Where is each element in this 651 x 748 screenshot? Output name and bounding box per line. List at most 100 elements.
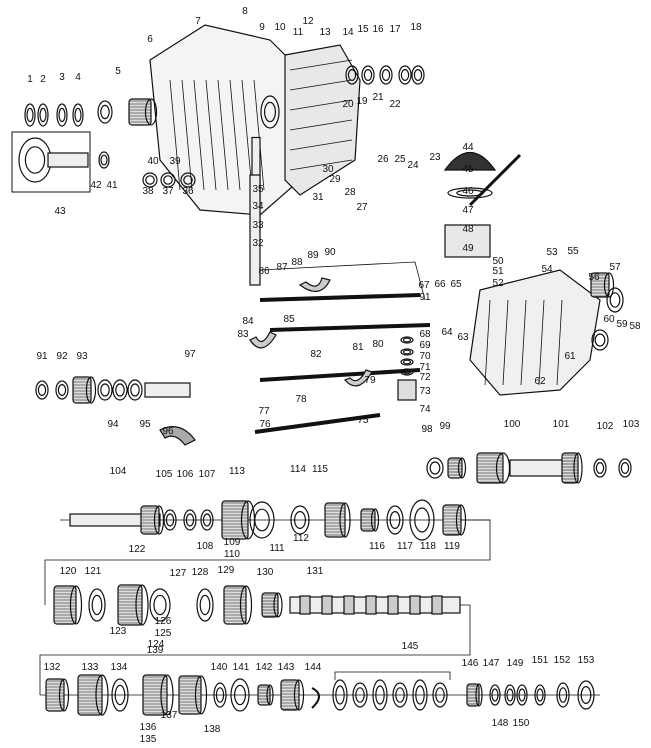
callout-39: 39 — [169, 156, 181, 167]
callout-12: 12 — [302, 16, 314, 27]
callout-73: 73 — [419, 386, 431, 397]
pivot-bolt — [249, 174, 261, 286]
housing-rib — [253, 79, 265, 191]
shaft-spline — [409, 595, 421, 615]
row-connector — [44, 519, 491, 605]
callout-13: 13 — [319, 27, 331, 38]
callout-91: 91 — [36, 351, 48, 362]
callout-118: 118 — [420, 541, 436, 552]
callout-92: 92 — [56, 351, 68, 362]
callout-45: 45 — [462, 164, 474, 175]
shift-rail — [259, 293, 421, 302]
callout-141: 141 — [232, 662, 250, 673]
callout-50: 50 — [492, 256, 504, 267]
bushing-59-bore — [594, 333, 606, 347]
callout-146: 146 — [461, 658, 479, 669]
detent-ring — [400, 348, 414, 356]
callout-66: 66 — [434, 279, 446, 290]
callout-112: 112 — [293, 533, 309, 544]
snap-ring-bore — [57, 384, 67, 397]
callout-86: 86 — [258, 266, 270, 277]
gear-face — [85, 376, 97, 404]
callout-101: 101 — [552, 419, 570, 430]
callout-64: 64 — [441, 327, 453, 338]
callout-153: 153 — [577, 655, 595, 666]
callout-25: 25 — [394, 154, 406, 165]
callout-2: 2 — [40, 74, 46, 85]
callout-6: 6 — [147, 34, 153, 45]
callout-103: 103 — [622, 419, 640, 430]
detent-ring — [400, 368, 414, 376]
input-bearing — [128, 98, 152, 126]
callout-24: 24 — [407, 160, 419, 171]
detent-ring — [400, 336, 414, 344]
callout-98: 98 — [421, 424, 433, 435]
callout-9: 9 — [259, 22, 265, 33]
snap-ring-bore — [58, 107, 66, 123]
detent-ring-bore — [402, 359, 412, 365]
callout-47: 47 — [462, 205, 474, 216]
callout-91: 91 — [419, 292, 431, 303]
shift-rail — [254, 413, 381, 434]
washer-bore — [163, 175, 173, 185]
bracket-145 — [334, 671, 451, 680]
housing-rib — [484, 299, 491, 386]
callout-60: 60 — [603, 314, 615, 325]
callout-128: 128 — [191, 567, 209, 578]
seal-57 — [606, 287, 624, 313]
snap-ring-144 — [311, 687, 320, 709]
washer — [534, 684, 546, 706]
ring-140 — [213, 682, 227, 708]
gear-face — [293, 679, 305, 711]
callout-15: 15 — [357, 24, 369, 35]
callout-7: 7 — [195, 16, 201, 27]
callout-119: 119 — [444, 541, 460, 552]
callout-106: 106 — [176, 469, 194, 480]
callout-147: 147 — [482, 658, 500, 669]
shift-fork — [249, 331, 277, 349]
ring-114-bore — [294, 511, 307, 530]
ring-117-bore — [389, 511, 401, 530]
callout-84: 84 — [242, 316, 254, 327]
callout-65: 65 — [450, 279, 462, 290]
bushing — [345, 65, 359, 85]
callout-123: 123 — [109, 626, 127, 637]
callout-90: 90 — [324, 247, 336, 258]
callout-29: 29 — [329, 174, 341, 185]
callout-20: 20 — [342, 99, 354, 110]
callout-3: 3 — [59, 72, 65, 83]
callout-97: 97 — [184, 349, 196, 360]
shaft-spline — [431, 595, 443, 615]
case-web — [289, 119, 353, 131]
hub-127-bore — [153, 594, 167, 616]
callout-76: 76 — [259, 419, 271, 430]
callout-23: 23 — [429, 152, 441, 163]
callout-16: 16 — [372, 24, 384, 35]
callout-142: 142 — [255, 662, 273, 673]
gear-145-part-bore — [335, 685, 345, 705]
bushing-bore — [381, 68, 391, 81]
callout-49: 49 — [462, 243, 474, 254]
callout-117: 117 — [397, 541, 413, 552]
callout-150: 150 — [512, 718, 530, 729]
callout-82: 82 — [310, 349, 322, 360]
shift-fork — [343, 369, 373, 387]
retainer-tube — [47, 152, 89, 168]
ring-103-bore — [620, 462, 630, 475]
gear-face — [457, 457, 467, 479]
gear-145-part — [432, 682, 448, 708]
snap-ring-bore — [26, 107, 34, 123]
detent-ring — [400, 358, 414, 366]
callout-130: 130 — [256, 567, 274, 578]
snap-ring — [72, 103, 84, 127]
callout-36: 36 — [182, 186, 194, 197]
thrust-bearing — [112, 379, 128, 401]
callout-96: 96 — [162, 426, 174, 437]
callout-137: 137 — [160, 710, 178, 721]
callout-27: 27 — [356, 202, 368, 213]
gear-145-part — [372, 679, 388, 711]
gear-145-part — [352, 682, 368, 708]
housing-rib — [241, 79, 253, 191]
washer — [142, 172, 158, 188]
